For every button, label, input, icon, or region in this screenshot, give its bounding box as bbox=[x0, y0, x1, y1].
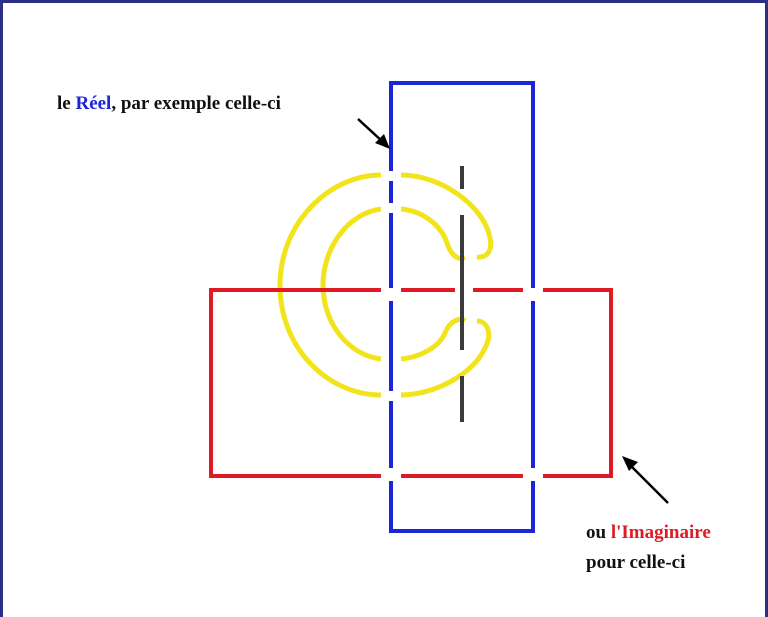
symbolique-outer-arc-left bbox=[280, 175, 381, 395]
symbolique-inner-arc-top-right bbox=[401, 209, 465, 258]
borromean-knot-diagram bbox=[3, 3, 765, 617]
imaginaire-ring bbox=[211, 290, 611, 476]
imaginaire-arrow bbox=[622, 456, 668, 503]
symbolique-inner-arc-left bbox=[323, 209, 381, 359]
reel-arrow bbox=[358, 119, 390, 149]
symbolique-inner-arc-bottom-right bbox=[401, 320, 465, 360]
